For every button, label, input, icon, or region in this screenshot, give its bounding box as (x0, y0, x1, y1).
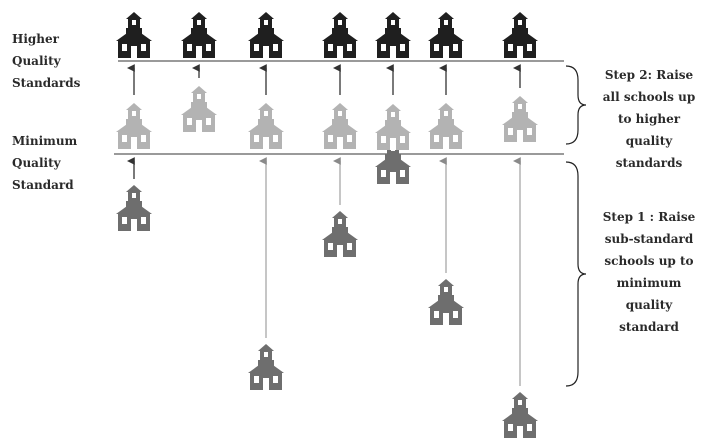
current-school-4 (322, 103, 358, 149)
braces-group (565, 65, 587, 387)
step1-line-4: minimum (616, 276, 682, 290)
step1-line-3: schools up to (604, 254, 694, 268)
minimum-quality-line-3: Standard (12, 178, 74, 192)
schools-group (116, 12, 538, 438)
current-school-3 (248, 103, 284, 149)
school-at-minimum-5 (375, 138, 411, 184)
current-school-1 (116, 103, 152, 149)
higher-quality-line-1: Higher (12, 32, 59, 46)
current-school-2 (181, 86, 217, 132)
higher-standard-school-5 (375, 12, 411, 58)
step2-line-2: all schools up (602, 90, 696, 104)
step2-brace-icon (565, 65, 587, 145)
step2-line-1: Step 2: Raise (604, 68, 694, 82)
higher-quality-standards-label: Higher Quality Standards (12, 28, 112, 94)
substandard-school-4 (322, 211, 358, 257)
higher-standard-school-3 (248, 12, 284, 58)
substandard-school-7 (502, 392, 538, 438)
higher-standard-school-2 (181, 12, 217, 58)
substandard-school-1 (116, 185, 152, 231)
higher-standard-school-4 (322, 12, 358, 58)
minimum-quality-standard-label: Minimum Quality Standard (12, 130, 112, 196)
higher-quality-line-2: Quality (12, 54, 61, 68)
current-school-7 (502, 96, 538, 142)
step1-brace-icon (565, 161, 587, 387)
step1-line-1: Step 1 : Raise (602, 210, 696, 224)
step1-line-6: standard (619, 320, 679, 334)
step2-line-4: quality (625, 134, 673, 148)
higher-standard-school-1 (116, 12, 152, 58)
step2-label: Step 2: Raise all schools up to higher q… (594, 64, 704, 174)
arrows-group (126, 64, 521, 386)
step1-label: Step 1 : Raise sub-standard schools up t… (594, 206, 704, 338)
higher-quality-line-3: Standards (12, 76, 81, 90)
step1-line-2: sub-standard (604, 232, 694, 246)
substandard-school-3 (248, 344, 284, 390)
higher-standard-school-7 (502, 12, 538, 58)
minimum-quality-line-1: Minimum (12, 134, 78, 148)
step2-line-5: standards (615, 156, 683, 170)
minimum-quality-line-2: Quality (12, 156, 61, 170)
current-school-5 (375, 104, 411, 150)
higher-standard-line (118, 60, 564, 62)
substandard-school-6 (428, 279, 464, 325)
higher-standard-school-6 (428, 12, 464, 58)
step1-line-5: quality (625, 298, 673, 312)
minimum-standard-line (114, 153, 564, 155)
step2-line-3: to higher (617, 112, 681, 126)
current-school-6 (428, 103, 464, 149)
